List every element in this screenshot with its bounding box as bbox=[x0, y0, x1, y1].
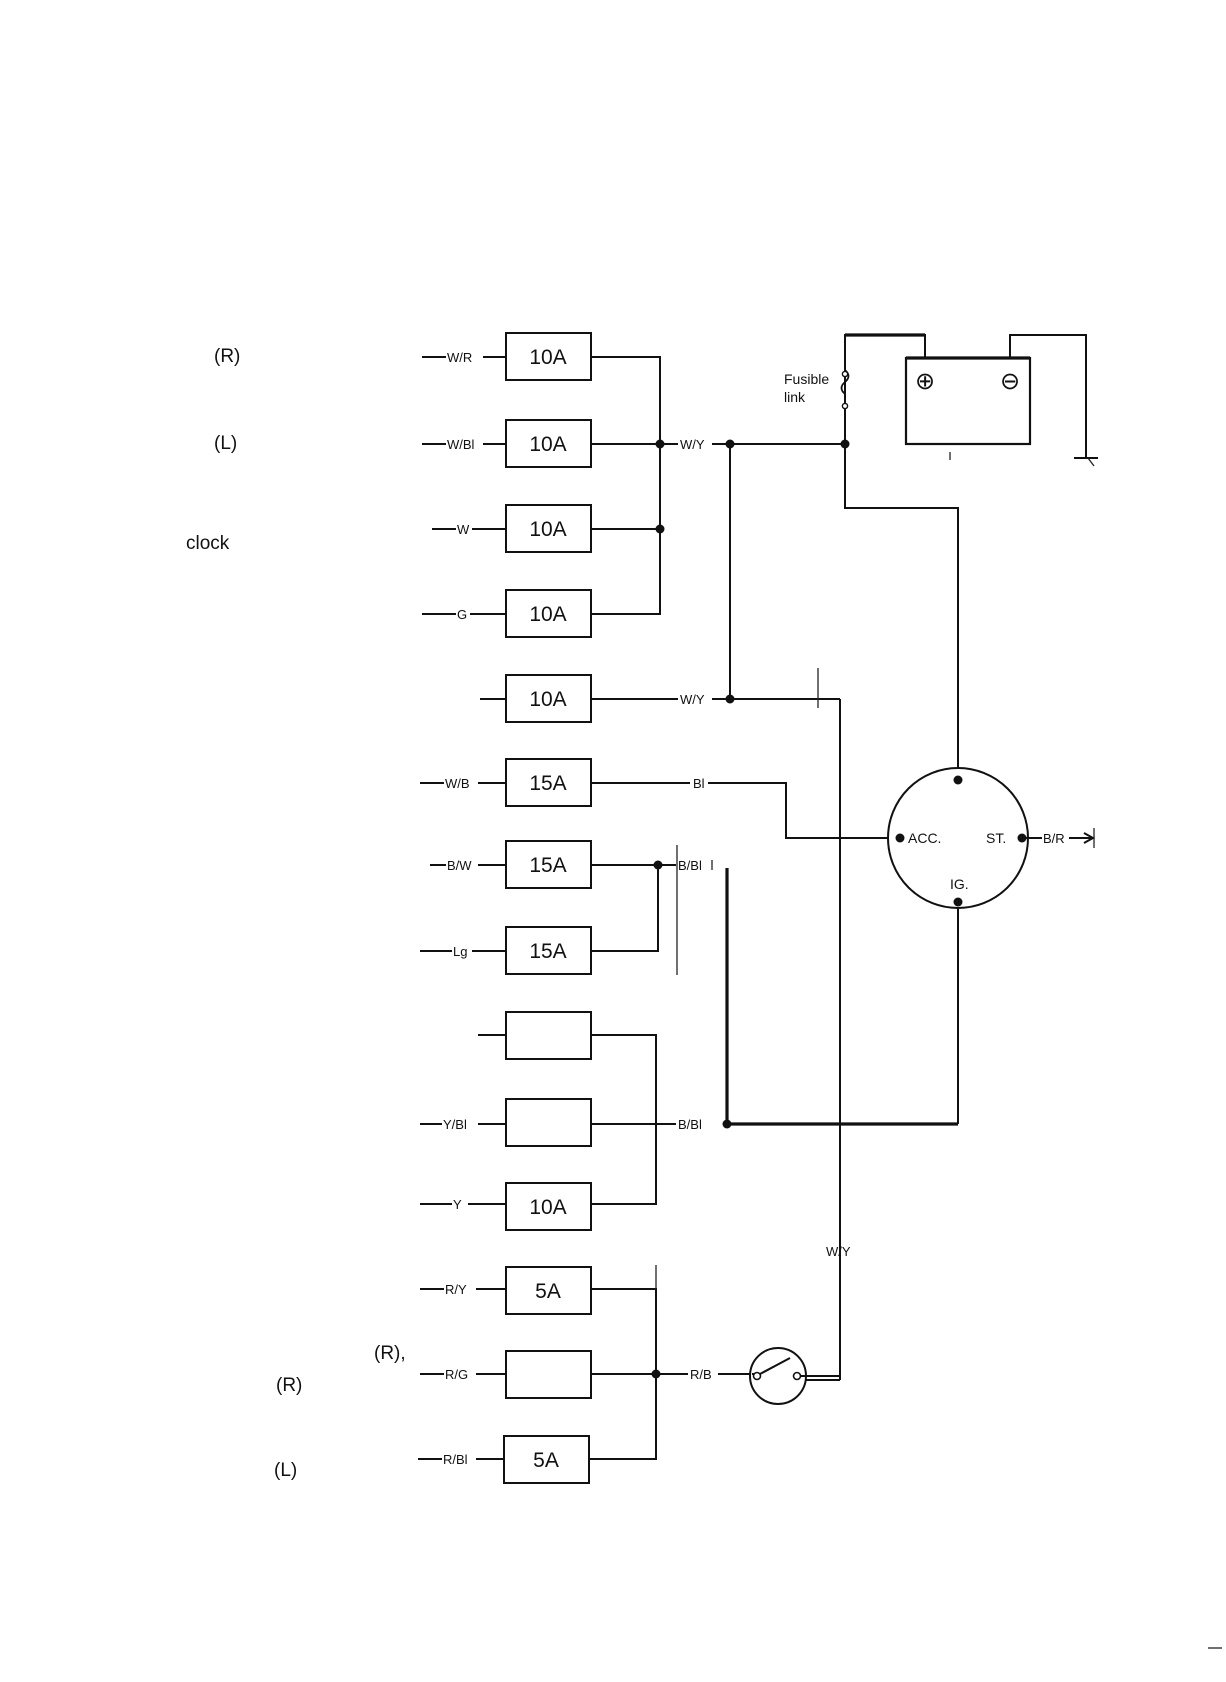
fuse-12-rating: 5A bbox=[535, 1280, 561, 1303]
fuse-14-wire-label: R/Bl bbox=[443, 1452, 468, 1467]
bus-group-bbl-top: B/Bl bbox=[591, 845, 727, 1124]
fuse-12-wire-label: R/Y bbox=[445, 1282, 467, 1297]
fuse-13: R/G bbox=[420, 1351, 591, 1398]
fuse-1-wire-label: W/R bbox=[447, 350, 472, 365]
bus-label-wy-vertical: W/Y bbox=[826, 1244, 851, 1259]
bus-label-bl: Bl bbox=[693, 776, 705, 791]
fuse-5: 10A bbox=[480, 675, 591, 722]
bus-label-rb: R/B bbox=[690, 1367, 712, 1382]
fuse-14: R/Bl 5A bbox=[418, 1436, 589, 1483]
ignition-ig-label: IG. bbox=[950, 876, 969, 892]
fuse-14-rating: 5A bbox=[533, 1449, 559, 1472]
fuse-1: W/R 10A bbox=[422, 333, 591, 380]
fuse-2-wire-label: W/Bl bbox=[447, 437, 475, 452]
fuse-9 bbox=[478, 1012, 591, 1059]
fuse-7-rating: 15A bbox=[529, 854, 566, 877]
bus-group-1: W/Y bbox=[591, 357, 850, 699]
bus-label-wy-top: W/Y bbox=[680, 437, 705, 452]
side-label-l-bottom: (L) bbox=[274, 1460, 297, 1481]
fuse-7-wire-label: B/W bbox=[447, 858, 472, 873]
fuse-11-wire-label: Y bbox=[453, 1197, 462, 1212]
fuse-4-rating: 10A bbox=[529, 603, 566, 626]
ignition-acc-label: ACC. bbox=[908, 830, 941, 846]
ignition-output-wire-label: B/R bbox=[1043, 831, 1065, 846]
bus-label-wy-mid: W/Y bbox=[680, 692, 705, 707]
fuse-2-rating: 10A bbox=[529, 433, 566, 456]
fuse-13-wire-label: R/G bbox=[445, 1367, 468, 1382]
fuse-7: B/W 15A bbox=[430, 841, 591, 888]
bus-group-r: R/B bbox=[589, 1265, 752, 1459]
fusible-link-label-1: Fusible bbox=[784, 371, 829, 387]
bus-label-bbl-bottom: B/Bl bbox=[678, 1117, 702, 1132]
battery-negative-symbol: ⊖ bbox=[1000, 368, 1020, 395]
fuse-3-rating: 10A bbox=[529, 518, 566, 541]
bus-fuse-5: W/Y W/Y bbox=[591, 668, 851, 1380]
side-label-r-top: (R) bbox=[214, 346, 240, 367]
fuse-1-rating: 10A bbox=[529, 346, 566, 369]
fuse-8: Lg 15A bbox=[420, 927, 591, 974]
fuse-10-wire-label: Y/Bl bbox=[443, 1117, 467, 1132]
ignition-st-label: ST. bbox=[986, 830, 1006, 846]
side-label-clock: clock bbox=[186, 533, 230, 554]
bus-bl: Bl bbox=[591, 776, 900, 838]
fuse-6-rating: 15A bbox=[529, 772, 566, 795]
fuse-5-rating: 10A bbox=[529, 688, 566, 711]
fuse-6: W/B 15A bbox=[420, 759, 591, 806]
bus-label-bbl-top: B/Bl bbox=[678, 858, 702, 873]
battery-circuit: Fusible link ⊕ ⊖ bbox=[784, 335, 1222, 1648]
fuse-11-rating: 10A bbox=[529, 1196, 566, 1219]
bus-group-bbl-bottom: B/Bl bbox=[591, 902, 958, 1204]
fuse-3-wire-label: W bbox=[457, 522, 470, 537]
fusible-link-label-2: link bbox=[784, 389, 806, 405]
fuse-10: Y/Bl bbox=[420, 1099, 591, 1146]
ignition-switch: ACC. ST. IG. B/R bbox=[888, 768, 1094, 908]
fuse-12: R/Y 5A bbox=[420, 1267, 591, 1314]
switch-symbol bbox=[750, 1348, 840, 1404]
fuse-3: W 10A bbox=[432, 505, 591, 552]
side-label-l-top: (L) bbox=[214, 433, 237, 454]
fuse-4-wire-label: G bbox=[457, 607, 467, 622]
fuse-6-wire-label: W/B bbox=[445, 776, 470, 791]
fuse-11: Y 10A bbox=[420, 1183, 591, 1230]
battery-positive-symbol: ⊕ bbox=[915, 368, 935, 395]
fuse-2: W/Bl 10A bbox=[422, 420, 591, 467]
fuse-8-rating: 15A bbox=[529, 940, 566, 963]
side-label-r-bottom: (R) bbox=[276, 1375, 302, 1396]
fuse-8-wire-label: Lg bbox=[453, 944, 467, 959]
side-label-r-mid: (R), bbox=[374, 1343, 406, 1364]
fuse-4: G 10A bbox=[422, 590, 591, 637]
